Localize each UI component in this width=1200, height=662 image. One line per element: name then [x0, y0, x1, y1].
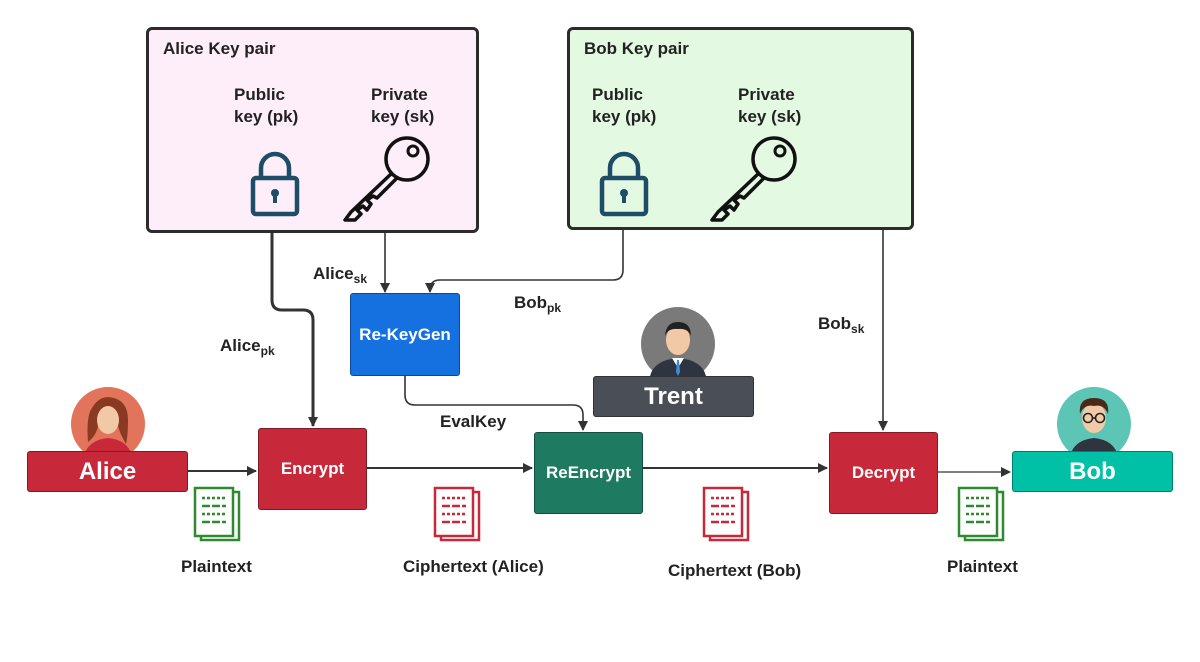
edge-evalkey	[404, 375, 588, 431]
plaintext-left-label: Plaintext	[181, 557, 252, 576]
ciphertext-alice-label: Ciphertext (Alice)	[403, 557, 544, 576]
bob-avatar	[1057, 387, 1131, 456]
trent-avatar	[641, 307, 715, 382]
trent-label: Trent	[593, 376, 754, 417]
ciphertext-document-icon	[433, 486, 481, 542]
plaintext-document-icon	[193, 486, 241, 542]
ciphertext-document-icon	[702, 486, 750, 542]
key-icon	[710, 136, 797, 222]
plaintext-right-label: Plaintext	[947, 557, 1018, 576]
alice-keypair-title: Alice Key pair	[163, 39, 276, 58]
edge-label-alice-sk: Alicesk	[313, 264, 367, 286]
edge-alice-pk	[270, 212, 318, 427]
decrypt-node[interactable]: Decrypt	[829, 432, 938, 514]
alice-public-key-label: Public key (pk)	[234, 85, 299, 126]
bob-keypair-box: Bob Key pair Public key (pk) Private key…	[567, 27, 914, 230]
edge-bob-pk	[425, 212, 624, 293]
rekeygen-node[interactable]: Re-KeyGen	[350, 293, 460, 376]
bob-node[interactable]: Bob	[1012, 451, 1173, 492]
bob-private-key-label: Private key (sk)	[738, 85, 802, 126]
edge-label-evalkey: EvalKey	[440, 412, 507, 431]
key-icon	[343, 136, 430, 222]
alice-avatar	[71, 387, 145, 456]
alice-keypair-box: Alice Key pair Public key (pk) Private k…	[146, 27, 479, 233]
bob-keypair-title: Bob Key pair	[584, 39, 689, 58]
edge-label-bob-pk: Bobpk	[514, 293, 562, 315]
encrypt-node[interactable]: Encrypt	[258, 428, 367, 510]
reencrypt-node[interactable]: ReEncrypt	[534, 432, 643, 514]
alice-private-key-label: Private key (sk)	[371, 85, 435, 126]
alice-node[interactable]: Alice	[27, 451, 188, 492]
edge-label-alice-pk: Alicepk	[220, 336, 275, 358]
lock-icon	[250, 151, 300, 217]
bob-public-key-label: Public key (pk)	[592, 85, 657, 126]
edge-label-bob-sk: Bobsk	[818, 314, 865, 336]
ciphertext-bob-label: Ciphertext (Bob)	[668, 561, 802, 580]
plaintext-document-icon	[957, 486, 1005, 542]
lock-icon	[599, 151, 649, 217]
